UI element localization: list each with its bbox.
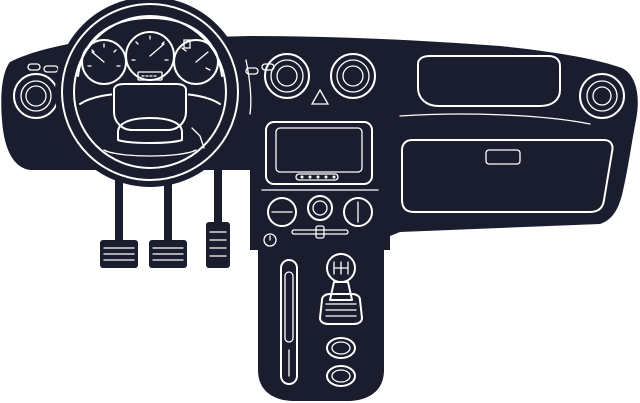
handbrake-icon[interactable] — [280, 259, 298, 385]
fuel-gauge-icon — [173, 39, 219, 85]
hazard-triangle-icon[interactable] — [310, 88, 330, 105]
lower-console — [258, 250, 384, 401]
right-air-vent-icon — [579, 73, 625, 119]
power-button-icon[interactable] — [263, 233, 277, 247]
accelerator-pedal-icon — [206, 170, 230, 268]
center-left-air-vent-icon — [264, 53, 310, 99]
cupholder-front-icon — [326, 337, 356, 359]
instrument-cluster — [77, 17, 223, 85]
airflow-knob-icon[interactable] — [343, 197, 373, 227]
infotainment-screen[interactable] — [265, 121, 373, 185]
pedals — [100, 170, 230, 268]
climate-controls[interactable] — [263, 195, 373, 247]
center-console — [250, 114, 390, 250]
clutch-pedal-icon — [100, 170, 138, 268]
cupholder-rear-icon — [326, 365, 356, 387]
steering-wheel-icon[interactable] — [55, 0, 245, 187]
fan-knob-icon[interactable] — [307, 195, 333, 221]
glovebox[interactable] — [401, 139, 614, 213]
temperature-knob-icon[interactable] — [267, 197, 297, 227]
steering-hub — [79, 83, 221, 157]
gear-shift-icon[interactable] — [319, 253, 363, 325]
brake-pedal-icon — [149, 170, 187, 268]
passenger-display-panel — [417, 55, 561, 107]
center-right-air-vent-icon — [330, 53, 376, 99]
